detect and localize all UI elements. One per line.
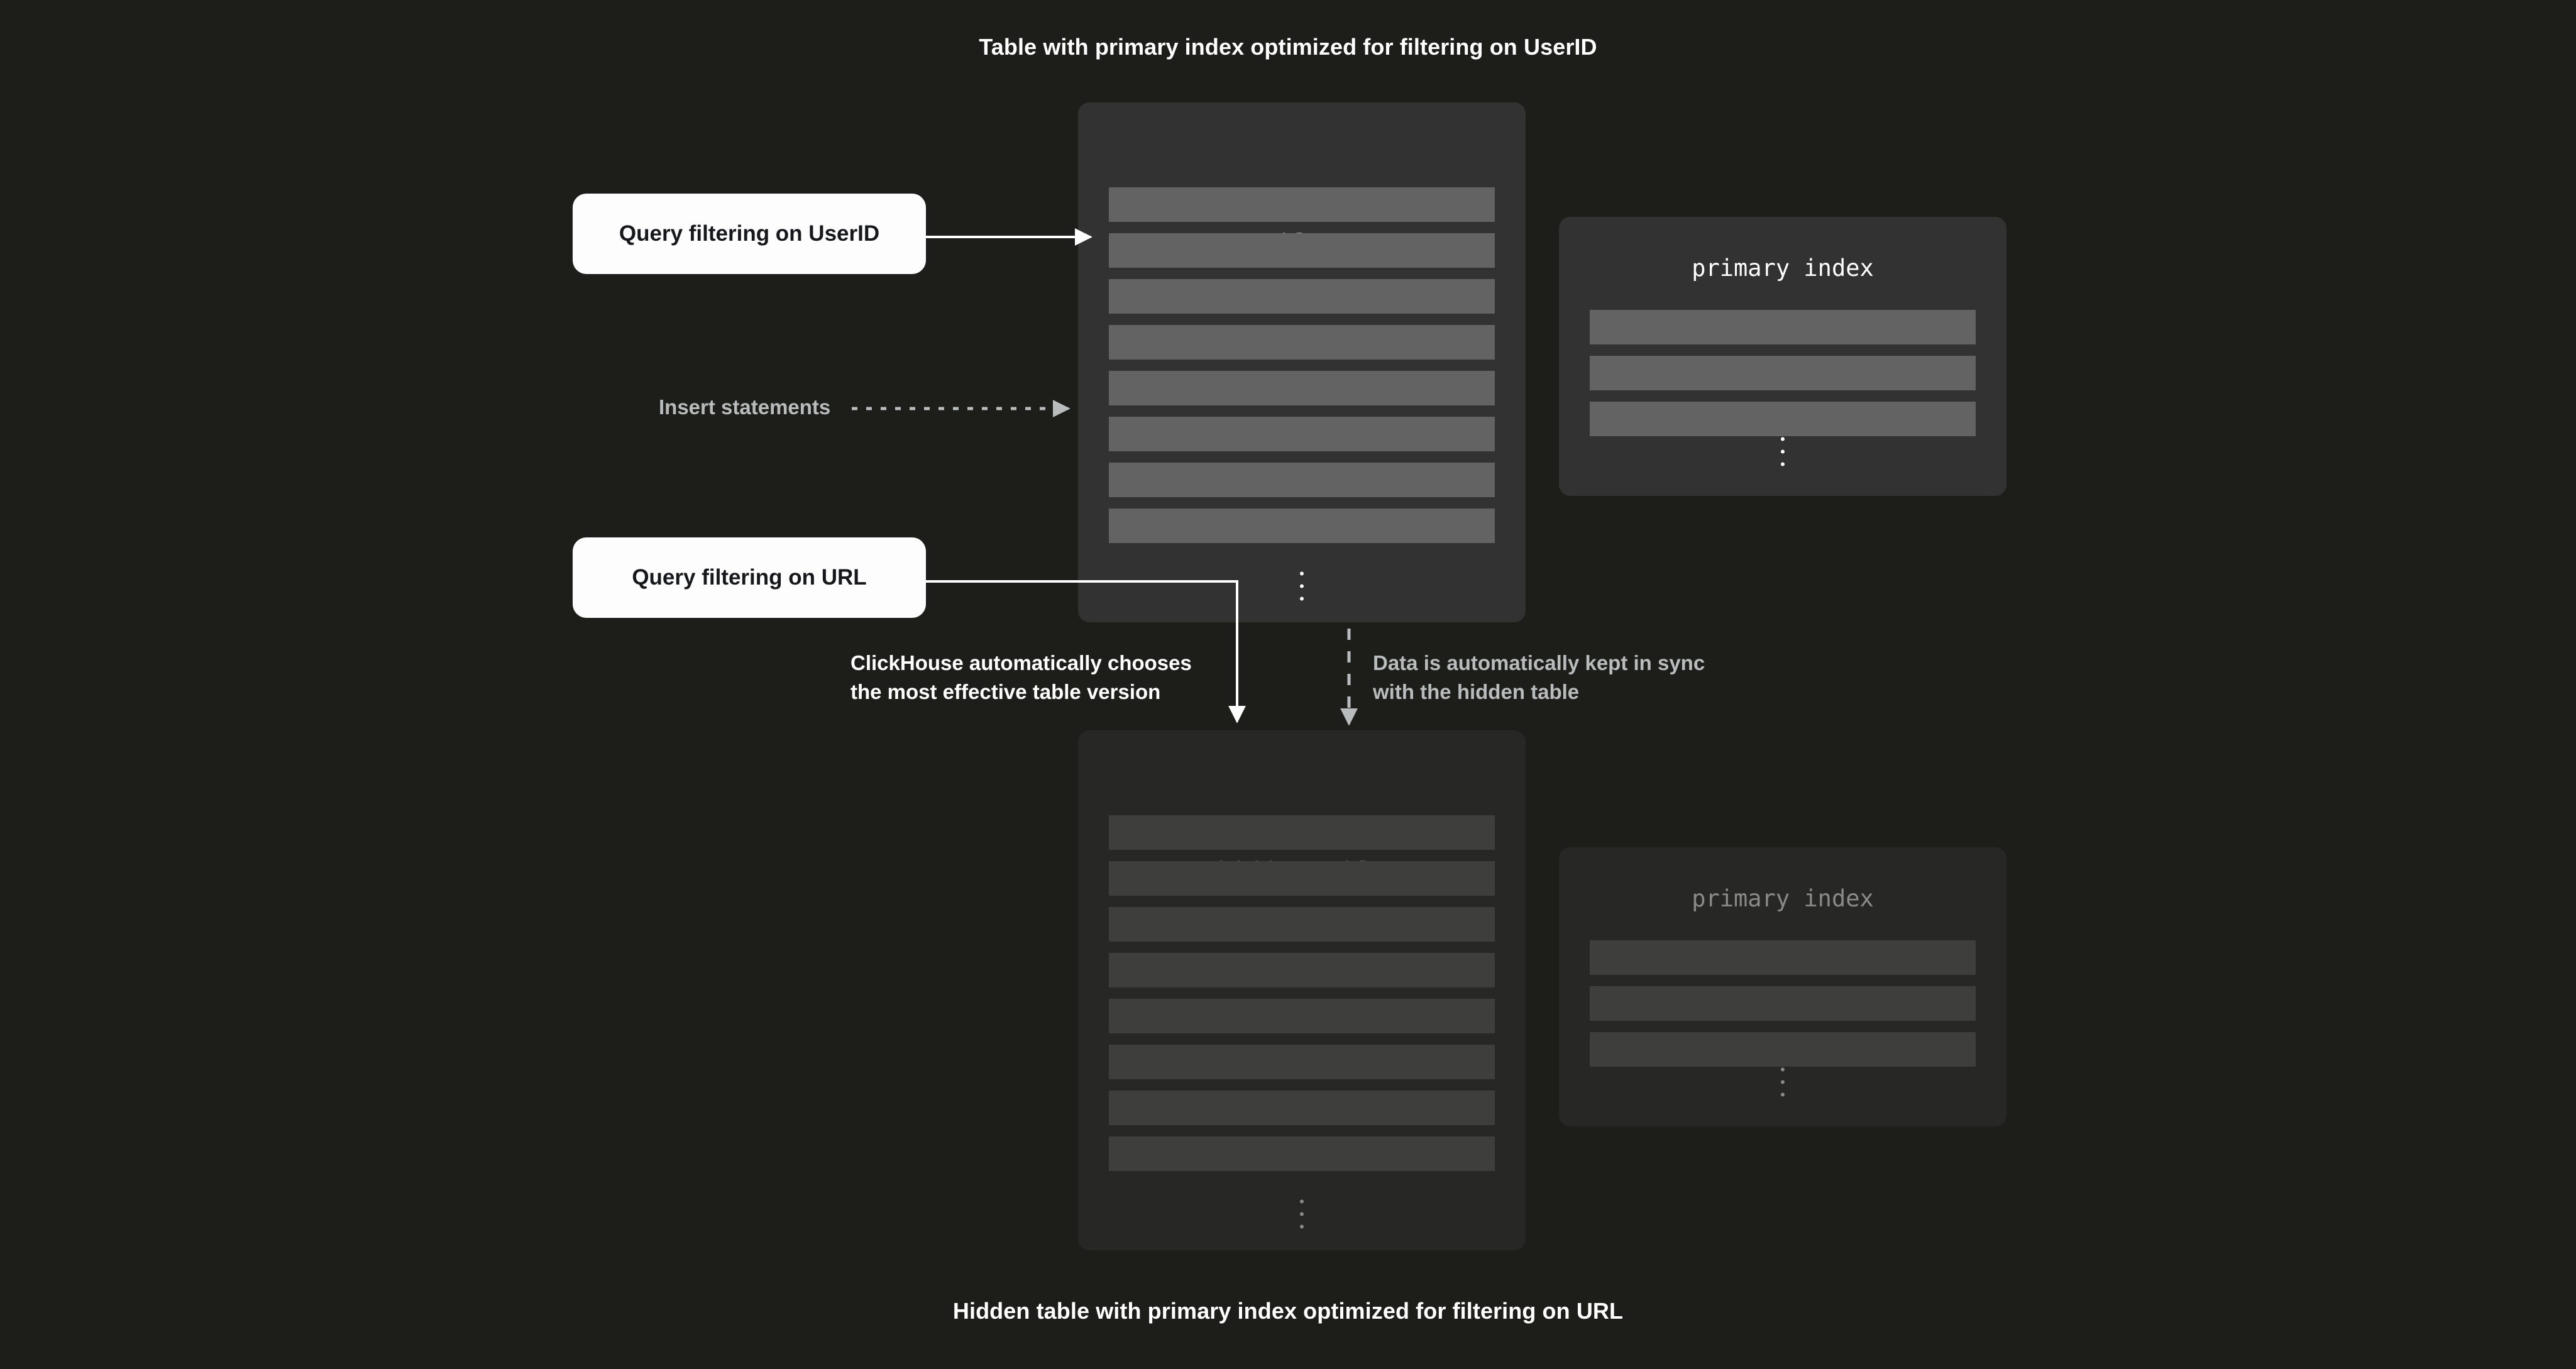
index-row — [1590, 940, 1976, 975]
vertical-ellipsis-icon: ••• — [1780, 431, 1785, 473]
table-row — [1109, 187, 1495, 222]
table-one-rows — [1078, 187, 1526, 554]
hidden-table-rows — [1078, 815, 1526, 1182]
sync-label-line1: Data is automatically kept in sync — [1373, 651, 1705, 674]
table-row — [1109, 999, 1495, 1033]
index-row — [1590, 1032, 1976, 1067]
clickhouse-chooses-label-line2: the most effective table version — [850, 680, 1161, 703]
table-row — [1109, 1136, 1495, 1171]
primary-index-bottom-rows — [1559, 940, 2006, 1078]
diagram-top-caption: Table with primary index optimized for f… — [979, 34, 1597, 60]
table-row — [1109, 1091, 1495, 1125]
table-row — [1109, 815, 1495, 850]
table-row — [1109, 861, 1495, 896]
primary-index-top-panel[interactable]: primary index ••• — [1559, 217, 2006, 496]
query-filtering-userid-callout[interactable]: Query filtering on UserID — [573, 194, 926, 274]
table-row — [1109, 371, 1495, 405]
sync-label-line2: with the hidden table — [1373, 680, 1580, 703]
index-row — [1590, 402, 1976, 436]
table-row — [1109, 325, 1495, 360]
table-row — [1109, 953, 1495, 987]
table-one-panel[interactable]: table 1 ••• — [1078, 102, 1526, 622]
table-row — [1109, 279, 1495, 314]
index-row — [1590, 310, 1976, 344]
vertical-ellipsis-icon: ••• — [1299, 1194, 1304, 1235]
index-row — [1590, 986, 1976, 1021]
table-row — [1109, 417, 1495, 451]
index-row — [1590, 356, 1976, 390]
vertical-ellipsis-icon: ••• — [1780, 1062, 1785, 1103]
table-row — [1109, 463, 1495, 497]
insert-statements-label: Insert statements — [659, 395, 831, 419]
table-row — [1109, 509, 1495, 543]
primary-index-bottom-title: primary index — [1692, 885, 1874, 912]
table-row — [1109, 233, 1495, 268]
diagram-bottom-caption: Hidden table with primary index optimize… — [952, 1298, 1624, 1324]
vertical-ellipsis-icon: ••• — [1299, 566, 1304, 607]
primary-index-top-rows — [1559, 310, 2006, 448]
hidden-table-title: hidden table — [1078, 857, 1526, 884]
query-filtering-url-callout[interactable]: Query filtering on URL — [573, 537, 926, 618]
table-row — [1109, 907, 1495, 942]
primary-index-bottom-panel[interactable]: primary index ••• — [1559, 847, 2006, 1126]
clickhouse-chooses-label-line1: ClickHouse automatically chooses — [850, 651, 1192, 674]
hidden-table-panel[interactable]: hidden table ••• — [1078, 730, 1526, 1250]
table-row — [1109, 1045, 1495, 1079]
primary-index-top-title: primary index — [1692, 255, 1874, 282]
